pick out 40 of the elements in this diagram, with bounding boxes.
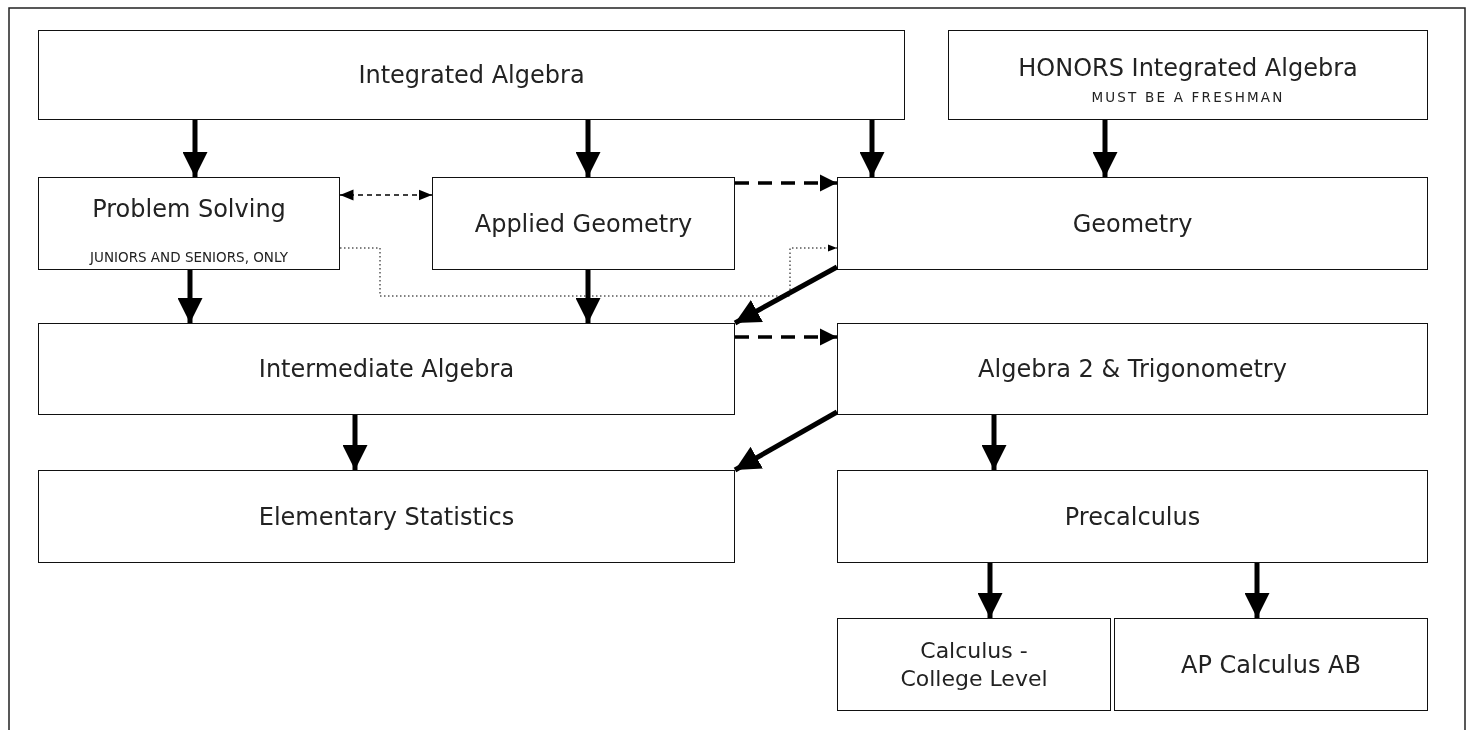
arrow	[1092, 120, 1118, 177]
arrow	[1244, 563, 1270, 618]
course-name: Elementary Statistics	[258, 501, 515, 532]
course-box	[432, 177, 735, 270]
course-note: JUNIORS AND SENIORS, ONLY	[90, 249, 288, 265]
dotted-arrow	[339, 244, 838, 297]
arrow	[981, 415, 1007, 470]
course-box	[38, 470, 735, 563]
course-note: MUST BE A FRESHMAN	[1091, 89, 1285, 105]
course-box	[948, 30, 1428, 120]
course-box	[837, 470, 1428, 563]
course-name: Algebra 2 & Trigonometry	[978, 354, 1287, 384]
arrow	[342, 415, 368, 470]
course-name: Precalculus	[1064, 501, 1201, 532]
course-box	[837, 177, 1428, 270]
course-name: Applied Geometry	[474, 208, 693, 239]
course-name: Intermediate Algebra	[258, 354, 515, 384]
course-name: Integrated Algebra	[358, 60, 585, 90]
course-box	[38, 323, 735, 415]
course-name: HONORS Integrated Algebra	[1018, 53, 1358, 83]
arrow	[575, 270, 601, 323]
arrow	[859, 120, 885, 177]
course-box	[837, 618, 1111, 711]
arrow	[733, 264, 839, 326]
course-name: Geometry	[1072, 208, 1193, 239]
arrow	[177, 270, 203, 323]
dashed-arrow	[735, 328, 837, 346]
arrow	[182, 120, 208, 177]
course-name: Problem Solving	[92, 194, 286, 224]
arrow	[575, 120, 601, 177]
arrow	[733, 409, 839, 473]
dashed-arrow	[735, 174, 837, 192]
course-box	[38, 30, 905, 120]
course-box	[1114, 618, 1428, 711]
course-box	[38, 177, 340, 270]
arrow	[977, 563, 1003, 618]
course-name: AP Calculus AB	[1181, 649, 1361, 680]
dashed-arrow	[339, 189, 433, 201]
course-name: Calculus - College Level	[899, 637, 1049, 692]
course-box	[837, 323, 1428, 415]
